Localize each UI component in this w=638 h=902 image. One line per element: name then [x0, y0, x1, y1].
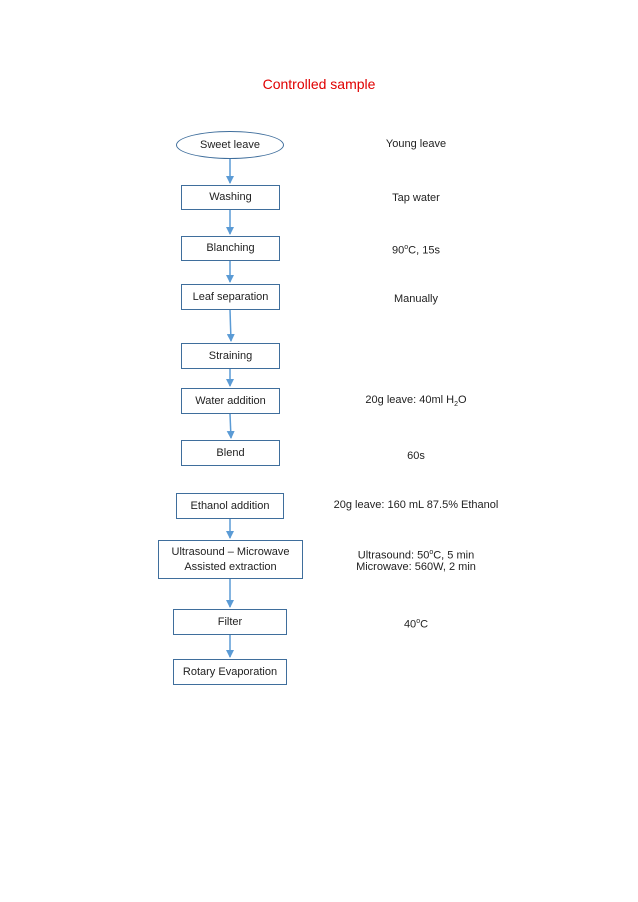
- step-filter: Filter: [173, 609, 287, 635]
- note-young-leave: Young leave: [385, 138, 447, 150]
- note-ethanol-ratio: 20g leave: 160 mL 87.5% Ethanol: [333, 499, 499, 511]
- note-filter-temp: 40oC: [403, 618, 429, 631]
- note-blend-time: 60s: [407, 450, 425, 462]
- note-water-ratio: 20g leave: 40ml H2O: [365, 394, 467, 409]
- step-ultrasound-microwave-extraction: Ultrasound – Microwave Assisted extracti…: [158, 540, 303, 579]
- note-blanching: 90oC, 15s: [392, 244, 440, 257]
- page-title: Controlled sample: [262, 76, 376, 92]
- note-manually: Manually: [393, 293, 439, 305]
- step-straining: Straining: [181, 343, 280, 369]
- step-rotary-evaporation: Rotary Evaporation: [173, 659, 287, 685]
- step-leaf-separation: Leaf separation: [181, 284, 280, 310]
- step-washing: Washing: [181, 185, 280, 210]
- note-tap-water: Tap water: [392, 192, 440, 204]
- note-ultrasound: Ultrasound: 50oC, 5 min: [357, 549, 475, 562]
- step-sweet-leave: Sweet leave: [176, 131, 284, 159]
- arrow-4: [226, 309, 235, 342]
- step-ethanol-addition: Ethanol addition: [176, 493, 284, 519]
- arrow-6: [226, 413, 235, 439]
- note-microwave: Microwave: 560W, 2 min: [356, 561, 476, 573]
- step-blend: Blend: [181, 440, 280, 466]
- step-blanching: Blanching: [181, 236, 280, 261]
- step-water-addition: Water addition: [181, 388, 280, 414]
